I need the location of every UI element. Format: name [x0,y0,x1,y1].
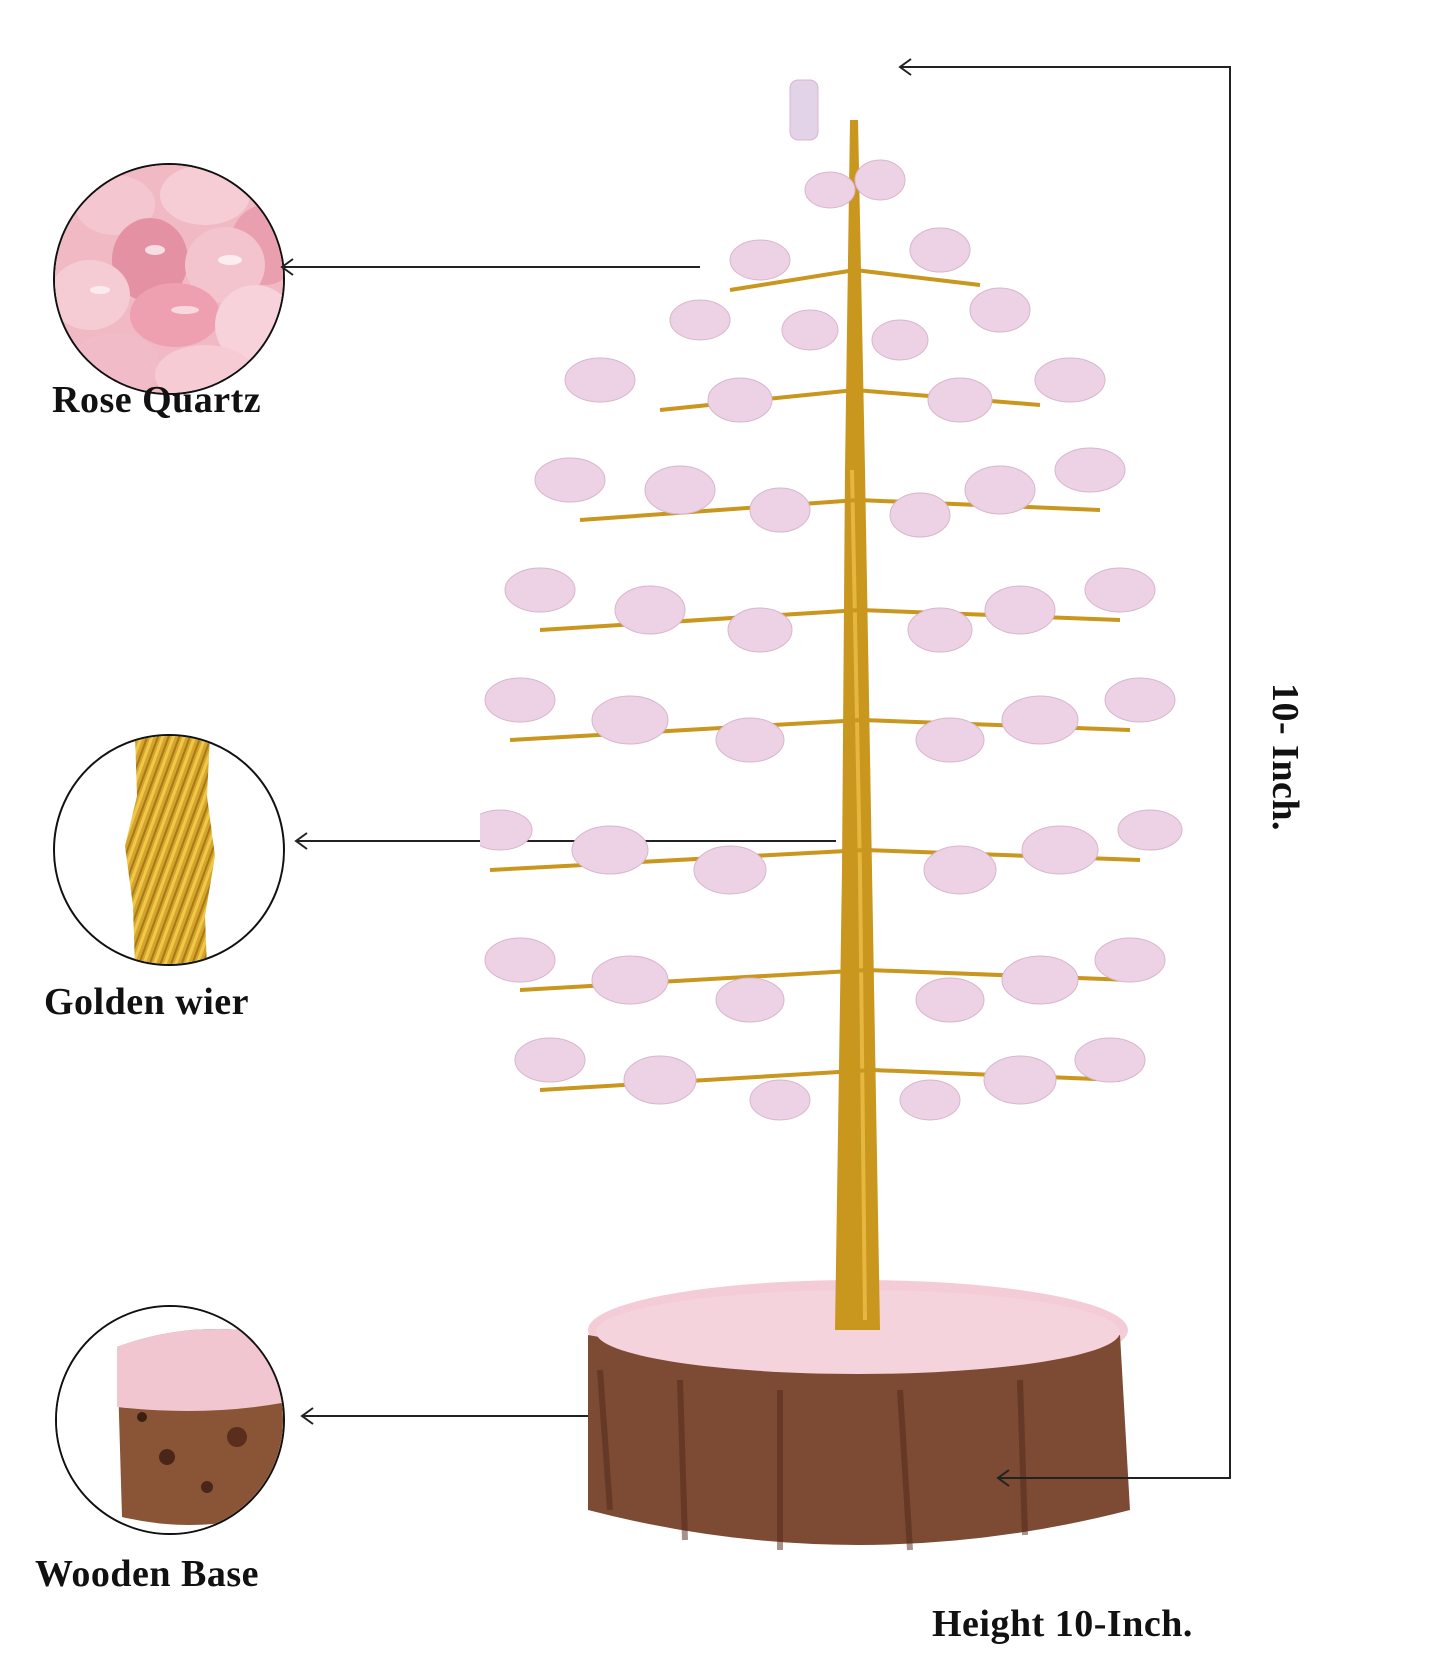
rose-quartz-pointer-line [282,266,700,268]
rose-quartz-label: Rose Quartz [52,379,262,421]
golden-wire-label: Golden wier [44,981,249,1023]
wooden-base-label: Wooden Base [35,1553,260,1595]
wooden-base-pointer-line [302,1415,700,1417]
dimension-top-line [900,66,1231,68]
twisted-gold-wire-image [125,736,215,964]
arrow-left-icon [898,58,912,76]
golden-wire-swatch [53,734,285,966]
arrow-left-icon [294,832,308,850]
dimension-vertical-line [1229,66,1231,1478]
height-caption: Height 10-Inch. [932,1603,1193,1645]
arrow-left-icon [280,258,294,276]
arrow-left-icon [300,1407,314,1425]
arrow-left-icon [996,1469,1010,1487]
golden-wire-pointer-line [296,840,836,842]
rose-quartz-tree-product-image [480,79,1183,1551]
rose-quartz-swatch [53,163,285,395]
dimension-bottom-line [998,1477,1231,1479]
wooden-base-closeup-image [57,1307,283,1533]
rose-quartz-stones-image [55,165,283,393]
vertical-height-label: 10- Inch. [1264,682,1306,832]
wooden-base-swatch [55,1305,285,1535]
